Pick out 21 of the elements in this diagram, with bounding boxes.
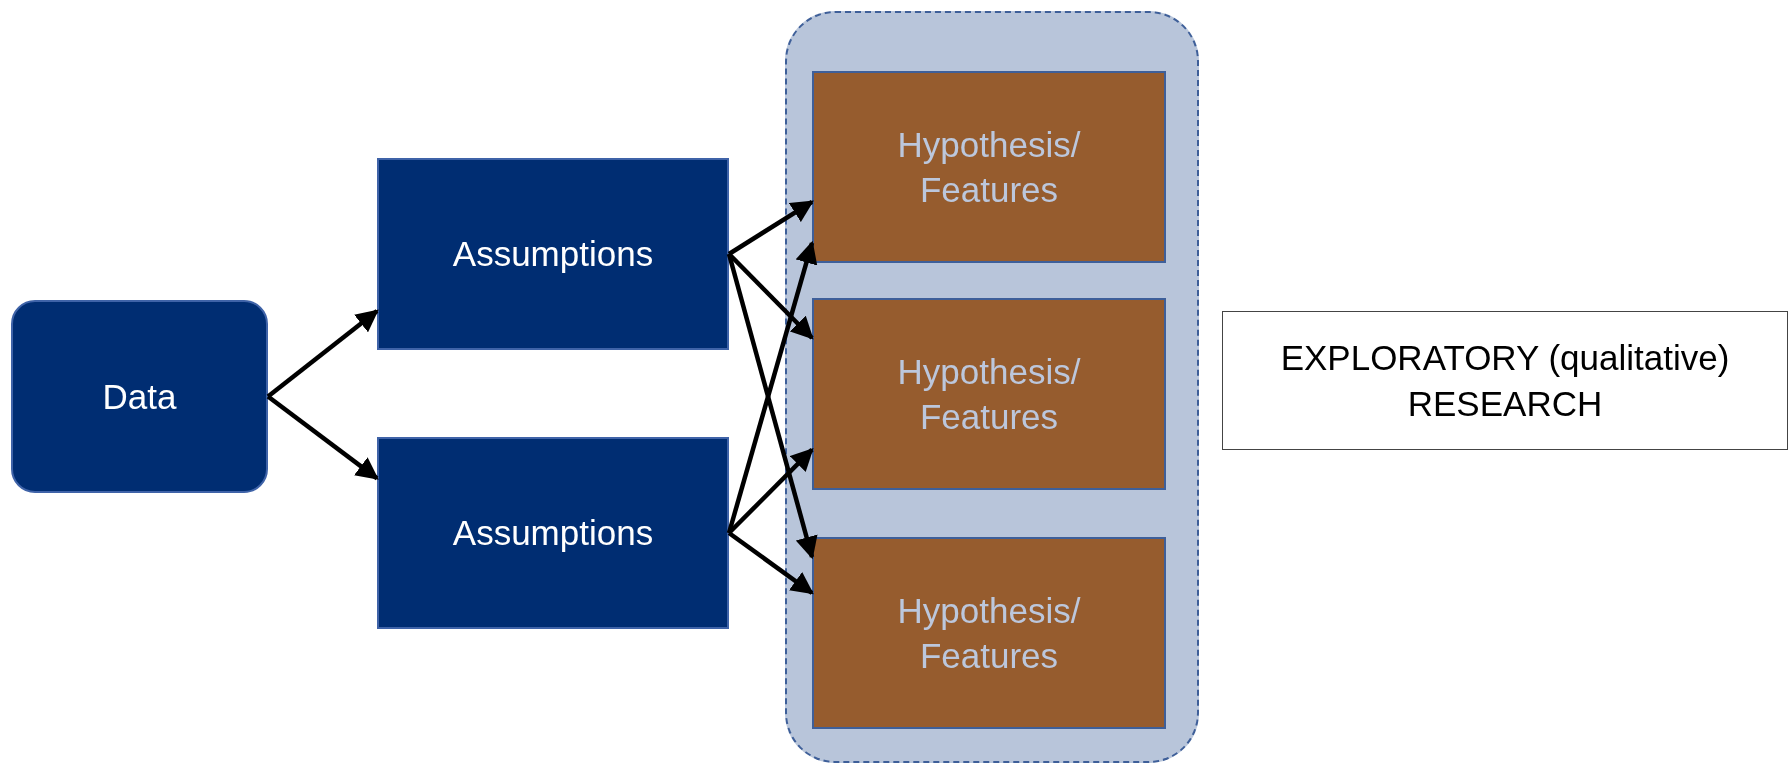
box-label: Assumptions [452, 512, 654, 555]
box-label: Hypothesis/ Features [896, 589, 1082, 677]
box-label: Hypothesis/ Features [896, 123, 1082, 211]
data-box [11, 300, 268, 493]
group-panel [785, 11, 1199, 763]
hypothesis-box [812, 298, 1166, 490]
box-label: Data [102, 375, 177, 418]
assumption-box [377, 158, 729, 350]
box-label: EXPLORATORY (qualitative) RESEARCH [1279, 337, 1731, 425]
hypothesis-box [812, 537, 1166, 729]
hypothesis-box [812, 71, 1166, 263]
box-label: Hypothesis/ Features [896, 350, 1082, 438]
arrow [727, 448, 814, 535]
arrow [727, 252, 814, 340]
arrow [727, 199, 814, 256]
note-box [1222, 311, 1788, 450]
arrow [266, 394, 379, 481]
assumption-box [377, 437, 729, 629]
arrow [266, 309, 379, 399]
arrow [727, 531, 814, 595]
box-label: Assumptions [452, 233, 654, 276]
